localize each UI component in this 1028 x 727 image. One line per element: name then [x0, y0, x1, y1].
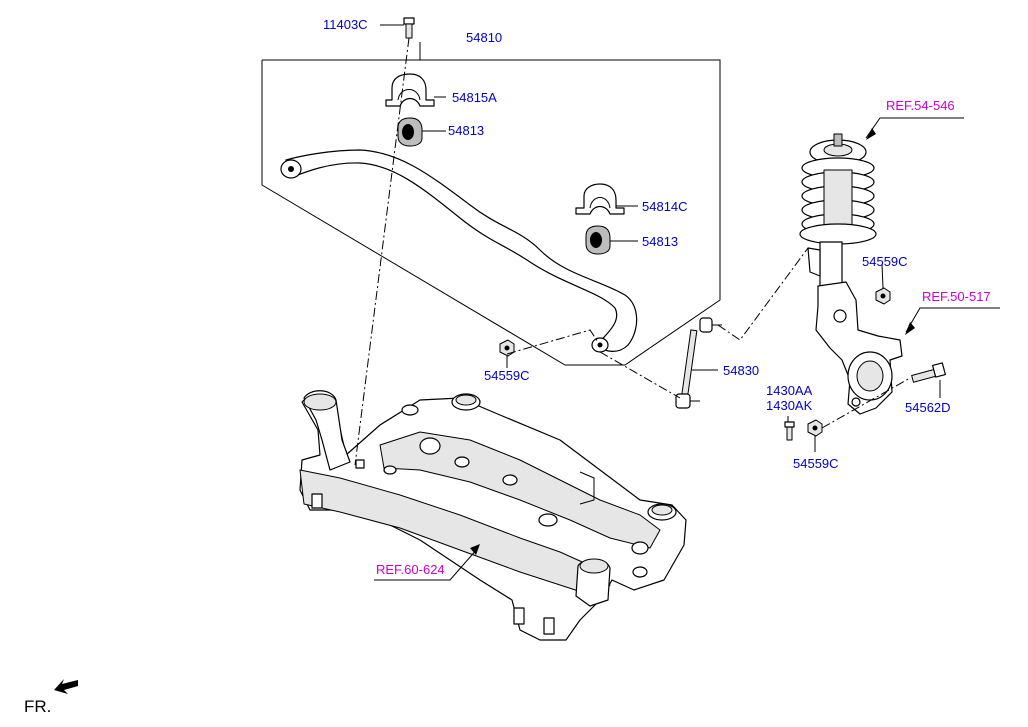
label-54810[interactable]: 54810 — [466, 30, 502, 45]
label-ref-54-546[interactable]: REF.54-546 — [886, 98, 955, 113]
label-54559c-stabilizer[interactable]: 54559C — [484, 368, 530, 383]
stabilizer-bar[interactable] — [280, 149, 638, 353]
strut-assembly[interactable] — [799, 133, 877, 287]
label-54815a[interactable]: 54815A — [452, 90, 497, 105]
nut-54559c-lower[interactable] — [807, 419, 823, 437]
label-54814c[interactable]: 54814C — [642, 199, 688, 214]
steering-knuckle[interactable] — [815, 281, 903, 415]
stabilizer-link-54830[interactable] — [675, 317, 722, 409]
label-1430aa[interactable]: 1430AA — [766, 383, 813, 398]
front-direction-arrow-icon — [54, 679, 78, 694]
bushing-54813-upper[interactable] — [397, 117, 423, 147]
label-54830[interactable]: 54830 — [723, 363, 759, 378]
leader-lines — [354, 24, 1000, 581]
label-ref-60-624[interactable]: REF.60-624 — [376, 562, 445, 577]
bushing-bracket-54815a[interactable] — [385, 73, 435, 107]
label-54813-lower[interactable]: 54813 — [642, 234, 678, 249]
stabilizer-assembly-outline — [261, 42, 721, 366]
label-1430ak[interactable]: 1430AK — [766, 398, 813, 413]
label-11403c[interactable]: 11403C — [323, 17, 368, 32]
bushing-54813-lower[interactable] — [585, 225, 611, 255]
label-54562d[interactable]: 54562D — [905, 400, 951, 415]
label-54813-upper[interactable]: 54813 — [448, 123, 484, 138]
label-ref-50-517[interactable]: REF.50-517 — [922, 289, 991, 304]
bolt-54562d[interactable] — [911, 362, 946, 383]
bolt-1430aa[interactable] — [784, 421, 795, 441]
bolt-11403c[interactable] — [403, 17, 415, 39]
nut-54559c-stabilizer[interactable] — [499, 339, 515, 357]
label-54559c-strut[interactable]: 54559C — [862, 254, 908, 269]
nut-54559c-strut[interactable] — [875, 287, 891, 305]
label-front: FR. — [24, 697, 51, 716]
bushing-bracket-54814c[interactable] — [575, 183, 625, 215]
subframe-crossmember[interactable] — [299, 390, 687, 641]
label-54559c-lower[interactable]: 54559C — [793, 456, 839, 471]
